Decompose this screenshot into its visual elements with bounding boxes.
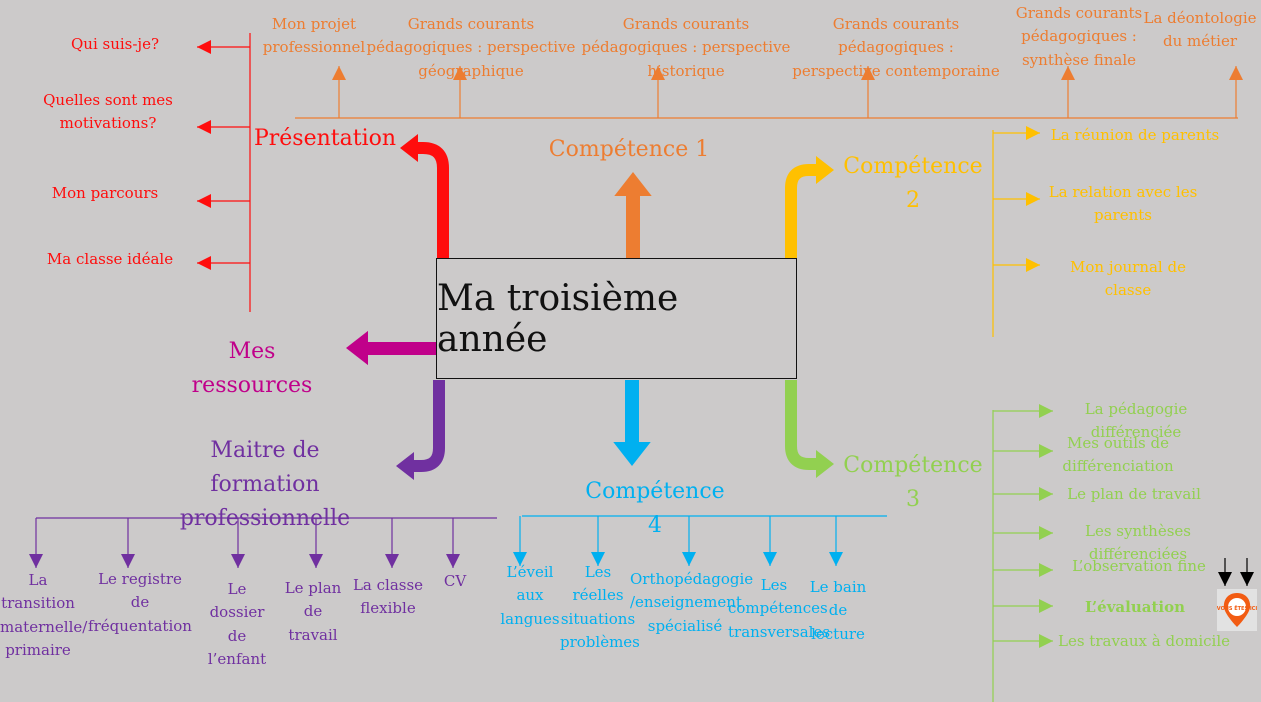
maitre-arrow-0-head: [29, 554, 43, 568]
competence2-arrow-1-head: [1026, 192, 1040, 206]
competence3-arrow-5-head: [1039, 599, 1053, 613]
competence1-arrow-0-head: [332, 66, 346, 80]
branch-competence-1[interactable]: Compétence 1: [548, 137, 710, 162]
competence3-item-evaluation[interactable]: L’évaluation: [1084, 598, 1185, 616]
you-are-here-text: VOUS ÊTES ICI: [1217, 604, 1257, 612]
maitre-item-plan-travail[interactable]: Le plan de travail: [284, 579, 342, 644]
maitre-arrow-4-head: [385, 554, 399, 568]
competence2-item-relation[interactable]: La relation avec les parents: [1048, 183, 1198, 225]
maitre-item-classe-flexible[interactable]: La classe flexible: [352, 576, 424, 618]
maitre-item-registre[interactable]: Le registre de fréquentation: [88, 570, 192, 635]
maitre-item-cv[interactable]: CV: [443, 572, 467, 590]
you-are-here-pin-icon: VOUS ÊTES ICI: [1217, 589, 1257, 631]
branch-presentation[interactable]: Présentation: [253, 126, 397, 151]
branch-mes-ressources[interactable]: Mes ressources: [191, 339, 313, 399]
presentation-item-parcours[interactable]: Mon parcours: [51, 184, 159, 202]
competence2-item-journal[interactable]: Mon journal de classe: [1070, 258, 1186, 300]
competence2-arrow-2-head: [1026, 258, 1040, 272]
maitre-arrow-3-head: [309, 554, 323, 568]
competence1-item-synthese[interactable]: Grands courants pédagogiques : synthèse …: [1015, 4, 1143, 69]
competence1-item-contemporaine[interactable]: Grands courants pédagogiques : perspecti…: [792, 15, 1000, 80]
competence2-arrow-0-head: [1026, 126, 1040, 140]
you-are-here-arrow-1-head: [1218, 572, 1232, 586]
competence3-item-plan[interactable]: Le plan de travail: [1067, 485, 1201, 503]
maitre-connector: [414, 380, 445, 472]
branch-maitre-de-formation[interactable]: Maitre de formation professionnelle: [179, 438, 351, 532]
competence1-arrow-5-head: [1229, 66, 1243, 80]
maitre-arrow-5-head: [446, 554, 460, 568]
presentation-arrowhead: [400, 133, 418, 163]
competence1-arrowhead: [614, 172, 652, 196]
competence1-item-deontologie[interactable]: La déontologie du métier: [1143, 9, 1257, 51]
competence3-item-outils[interactable]: Mes outils de différenciation: [1062, 434, 1174, 476]
competence3-arrow-6-head: [1039, 634, 1053, 648]
competence3-connector: [785, 380, 816, 470]
competence3-arrow-3-head: [1039, 526, 1053, 540]
competence1-arrow-1-head: [453, 66, 467, 80]
competence2-item-reunion[interactable]: La réunion de parents: [1050, 126, 1220, 144]
presentation-arrow-1-head: [197, 120, 211, 134]
competence2-connector: [785, 164, 816, 258]
competence3-item-observation[interactable]: L’observation fine: [1072, 557, 1206, 575]
you-are-here-arrow-2-head: [1240, 572, 1254, 586]
central-topic-title: Ma troisième année: [437, 277, 679, 360]
competence1-arrow-2-head: [651, 66, 665, 80]
ressources-connector: [366, 342, 436, 355]
maitre-item-dossier[interactable]: Le dossier de l’enfant: [207, 580, 267, 668]
presentation-arrow-2-head: [197, 194, 211, 208]
competence4-item-situations[interactable]: Les réelles situations problèmes: [560, 563, 640, 651]
competence3-arrowhead: [816, 449, 834, 479]
competence3-item-pedagogie[interactable]: La pédagogie différenciée: [1084, 400, 1188, 442]
competence1-arrow-3-head: [861, 66, 875, 80]
competence4-connector: [625, 380, 639, 442]
presentation-item-classe-ideale[interactable]: Ma classe idéale: [46, 250, 174, 268]
competence4-item-eveil[interactable]: L’éveil aux langues: [500, 563, 560, 628]
competence4-arrow-4-head: [829, 552, 843, 566]
competence4-arrow-1-head: [591, 552, 605, 566]
branch-competence-3[interactable]: Compétence 3: [843, 453, 983, 513]
ressources-arrowhead: [346, 330, 368, 366]
competence3-arrow-1-head: [1039, 444, 1053, 458]
competence1-connector: [626, 194, 640, 258]
competence1-item-projet[interactable]: Mon projet professionnel: [262, 15, 366, 57]
competence3-arrow-0-head: [1039, 404, 1053, 418]
branch-competence-2[interactable]: Compétence 2: [843, 154, 983, 214]
competence3-arrow-4-head: [1039, 563, 1053, 577]
maitre-arrow-2-head: [231, 554, 245, 568]
competence4-item-orthopedagogie[interactable]: Orthopédagogie /enseignement spécialisé: [630, 570, 754, 635]
presentation-arrow-0-head: [197, 40, 211, 54]
competence4-arrow-3-head: [763, 552, 777, 566]
competence3-arrow-2-head: [1039, 487, 1053, 501]
central-topic[interactable]: Ma troisième année: [436, 258, 797, 379]
competence1-arrow-4-head: [1061, 66, 1075, 80]
maitre-arrow-1-head: [121, 554, 135, 568]
competence3-item-syntheses[interactable]: Les synthèses différenciées: [1085, 522, 1191, 564]
competence4-arrow-0-head: [513, 552, 527, 566]
competence1-item-historique[interactable]: Grands courants pédagogiques : perspecti…: [581, 15, 791, 80]
competence3-item-travaux[interactable]: Les travaux à domicile: [1058, 632, 1230, 650]
competence2-arrowhead: [816, 155, 834, 185]
presentation-item-qui-suis-je[interactable]: Qui suis-je?: [70, 35, 159, 53]
presentation-arrow-3-head: [197, 256, 211, 270]
maitre-item-transition[interactable]: La transition maternelle/ primaire: [0, 571, 88, 659]
competence4-item-transversales[interactable]: Les compétences transversales: [728, 576, 831, 641]
competence1-item-geographique[interactable]: Grands courants pédagogiques : perspecti…: [366, 15, 576, 80]
competence4-item-bain-lecture[interactable]: Le bain de lecture: [809, 578, 867, 643]
presentation-connector: [417, 142, 449, 258]
branch-competence-4[interactable]: Compétence 4: [585, 479, 725, 539]
presentation-item-motivations[interactable]: Quelles sont mes motivations?: [43, 91, 173, 133]
maitre-arrowhead: [396, 451, 414, 481]
competence4-arrow-2-head: [682, 552, 696, 566]
competence4-arrowhead: [613, 442, 651, 466]
